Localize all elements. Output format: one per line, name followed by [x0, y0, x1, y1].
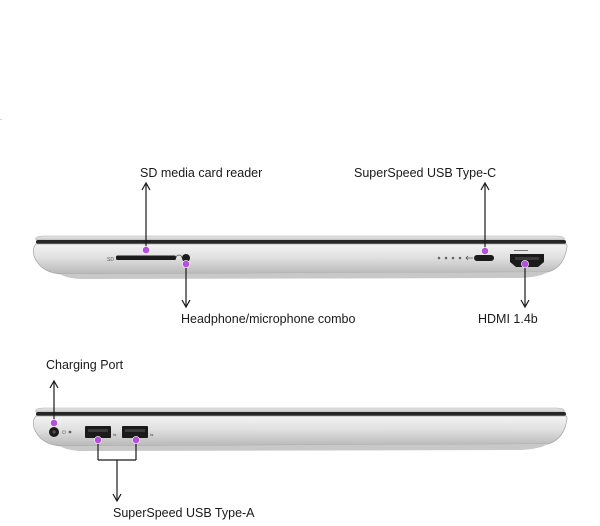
usb-a-port-icon: [85, 426, 111, 438]
svg-text:⏻: ⏻: [62, 430, 66, 436]
callout-arrows-left: [49, 379, 137, 503]
headphone-glyph-icon: [175, 254, 183, 259]
callout-arrows-right: [141, 181, 530, 309]
svg-text:⇆: ⇆: [150, 432, 154, 437]
label-sd-card-reader: SD media card reader: [140, 166, 263, 180]
laptop-left-side: [32, 407, 568, 451]
svg-text:.: .: [0, 113, 2, 122]
label-charging-port: Charging Port: [46, 358, 124, 372]
laptop-right-side: [32, 235, 568, 279]
audio-jack-icon: [182, 254, 190, 262]
usb-c-port-icon: [474, 255, 494, 261]
label-usb-type-a: SuperSpeed USB Type-A: [113, 506, 255, 520]
callout-markers-left: [50, 419, 140, 444]
callout-markers-right: [142, 246, 529, 268]
usb-symbol-icon: [465, 255, 473, 261]
sd-card-slot-icon: [116, 255, 176, 260]
label-headphone-mic-combo: Headphone/microphone combo: [181, 312, 356, 326]
label-usb-type-c: SuperSpeed USB Type-C: [354, 166, 497, 180]
svg-text:⇆: ⇆: [113, 432, 117, 437]
sd-engraving: SD: [107, 257, 114, 263]
status-leds-icon: [437, 256, 462, 260]
label-hdmi: HDMI 1.4b: [478, 312, 538, 326]
usb-a-port-icon: [122, 426, 148, 438]
